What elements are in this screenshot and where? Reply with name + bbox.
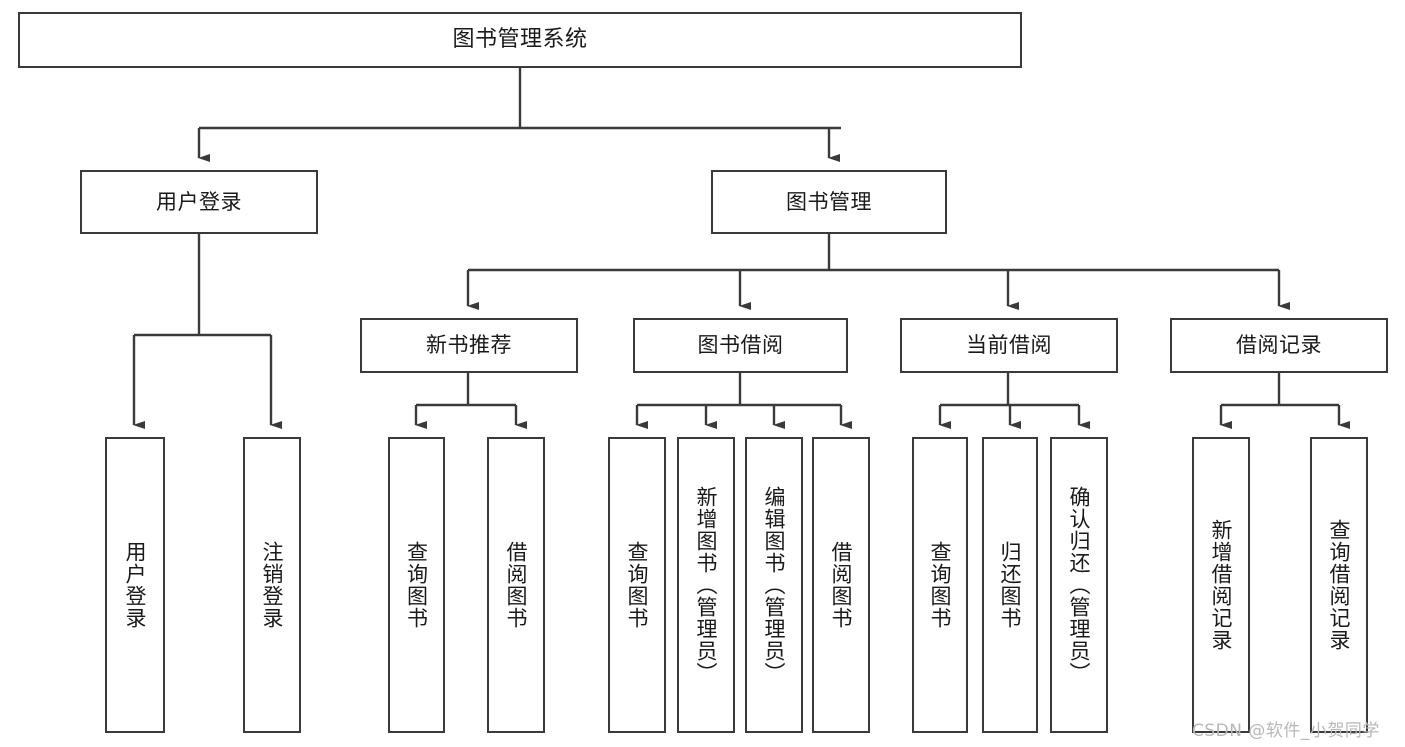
leaf-borrow-add-book[interactable]: 新增图书（管理员） bbox=[677, 437, 735, 733]
leaf-record-add-record[interactable]: 新增借阅记录 bbox=[1192, 437, 1250, 733]
csdn-watermark: CSDN @软件_小贺同学 bbox=[1192, 721, 1380, 741]
leaf-newbook-query-book-label: 查询图书 bbox=[404, 541, 429, 629]
leaf-current-return-book[interactable]: 归还图书 bbox=[982, 437, 1038, 733]
leaf-borrow-borrow-book-label: 借阅图书 bbox=[829, 541, 854, 629]
node-current-borrow-label: 当前借阅 bbox=[966, 333, 1052, 358]
node-book-management[interactable]: 图书管理 bbox=[711, 170, 947, 234]
node-user-login[interactable]: 用户登录 bbox=[80, 170, 318, 234]
node-book-borrow[interactable]: 图书借阅 bbox=[633, 318, 848, 373]
leaf-newbook-borrow-book[interactable]: 借阅图书 bbox=[487, 437, 545, 733]
node-root-label: 图书管理系统 bbox=[452, 27, 588, 53]
leaf-borrow-edit-book-label: 编辑图书（管理员） bbox=[762, 486, 787, 684]
leaf-current-query-book-label: 查询图书 bbox=[928, 541, 953, 629]
node-borrow-record[interactable]: 借阅记录 bbox=[1170, 318, 1388, 373]
leaf-borrow-borrow-book[interactable]: 借阅图书 bbox=[812, 437, 870, 733]
node-new-book-recommend[interactable]: 新书推荐 bbox=[360, 318, 578, 373]
node-new-book-recommend-label: 新书推荐 bbox=[426, 333, 512, 358]
node-borrow-record-label: 借阅记录 bbox=[1236, 333, 1322, 358]
leaf-record-add-record-label: 新增借阅记录 bbox=[1209, 519, 1234, 651]
node-book-management-label: 图书管理 bbox=[786, 189, 872, 214]
leaf-record-query-record-label: 查询借阅记录 bbox=[1327, 519, 1352, 651]
leaf-current-return-book-label: 归还图书 bbox=[998, 541, 1023, 629]
leaf-current-query-book[interactable]: 查询图书 bbox=[912, 437, 968, 733]
leaf-logout-label: 注销登录 bbox=[260, 541, 285, 629]
leaf-newbook-borrow-book-label: 借阅图书 bbox=[504, 541, 529, 629]
node-book-borrow-label: 图书借阅 bbox=[697, 333, 784, 358]
leaf-record-query-record[interactable]: 查询借阅记录 bbox=[1310, 437, 1368, 733]
leaf-borrow-edit-book[interactable]: 编辑图书（管理员） bbox=[745, 437, 803, 733]
leaf-borrow-add-book-label: 新增图书（管理员） bbox=[694, 486, 719, 684]
leaf-user-login[interactable]: 用户登录 bbox=[105, 437, 165, 733]
leaf-current-confirm-return[interactable]: 确认归还（管理员） bbox=[1050, 437, 1108, 733]
leaf-logout[interactable]: 注销登录 bbox=[243, 437, 301, 733]
node-current-borrow[interactable]: 当前借阅 bbox=[900, 318, 1118, 373]
leaf-borrow-query-book[interactable]: 查询图书 bbox=[608, 437, 666, 733]
leaf-newbook-query-book[interactable]: 查询图书 bbox=[388, 437, 445, 733]
node-root[interactable]: 图书管理系统 bbox=[18, 12, 1022, 68]
node-user-login-label: 用户登录 bbox=[156, 189, 242, 214]
leaf-borrow-query-book-label: 查询图书 bbox=[625, 541, 650, 629]
leaf-current-confirm-return-label: 确认归还（管理员） bbox=[1067, 486, 1092, 684]
leaf-user-login-label: 用户登录 bbox=[123, 541, 148, 629]
